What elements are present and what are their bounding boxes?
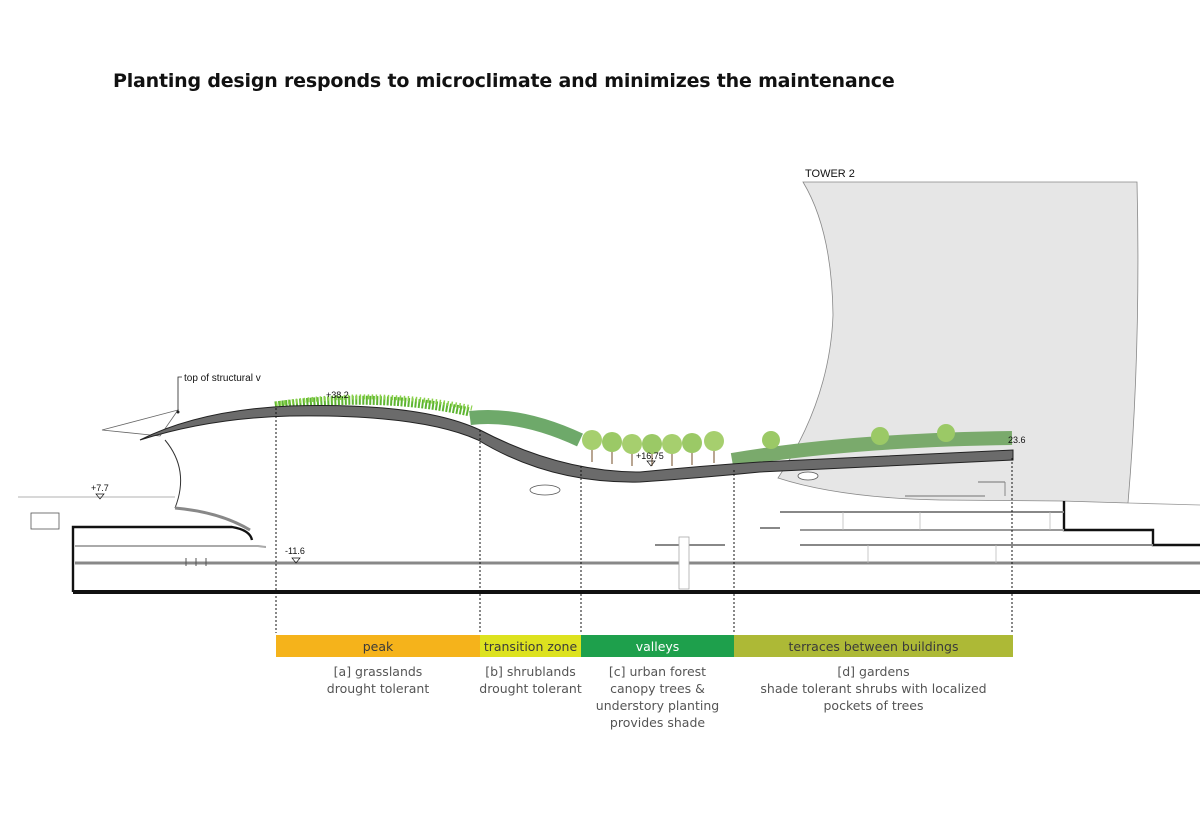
zone-terraces: terraces between buildings: [734, 635, 1013, 657]
description-shrublands: [b] shrublands drought tolerant: [470, 663, 591, 697]
tower-2-shape: [777, 181, 1139, 504]
zone-transition: transition zone: [480, 635, 581, 657]
elevation-basement: -11.6: [285, 546, 305, 556]
description-urban-forest: [c] urban forest canopy trees & understo…: [581, 663, 734, 731]
description-grasslands: [a] grasslands drought tolerant: [276, 663, 480, 697]
roof-slab: [139, 405, 1014, 483]
description-gardens: [d] gardens shade tolerant shrubs with l…: [734, 663, 1013, 714]
zone-peak: peak: [276, 635, 480, 657]
zone-valleys: valleys: [581, 635, 734, 657]
zone-label: valleys: [635, 638, 680, 654]
description-line: canopy trees &: [610, 681, 705, 696]
zone-label: peak: [362, 638, 394, 654]
description-line: understory planting: [595, 698, 720, 713]
elevation-peak: +38.2: [326, 390, 349, 400]
zone-dividers: [275, 408, 1013, 633]
description-head: [d] gardens: [837, 664, 910, 679]
description-head: [b] shrublands: [485, 664, 576, 679]
description-line: shade tolerant shrubs with localized: [760, 681, 987, 696]
tower-label: TOWER 2: [805, 168, 855, 180]
elevation-ground: +7.7: [91, 483, 109, 493]
diagram-title: Planting design responds to microclimate…: [113, 70, 895, 92]
zone-label: transition zone: [483, 638, 578, 654]
description-line: drought tolerant: [326, 681, 430, 696]
description-line: provides shade: [609, 715, 706, 730]
description-line: drought tolerant: [479, 681, 582, 696]
structural-note: top of structural v: [184, 373, 261, 384]
elevation-terrace: 23.6: [1008, 435, 1026, 445]
garden-planting: [730, 424, 1013, 467]
zone-label: terraces between buildings: [788, 638, 959, 654]
urban-forest-trees: [582, 430, 724, 466]
description-head: [c] urban forest: [608, 664, 707, 679]
left-box: [30, 512, 60, 530]
description-line: pockets of trees: [823, 698, 924, 713]
shrub-planting: [469, 409, 583, 447]
grass-planting: [274, 394, 473, 417]
elevation-valley: +16.75: [636, 451, 664, 461]
description-head: [a] grasslands: [333, 664, 423, 679]
